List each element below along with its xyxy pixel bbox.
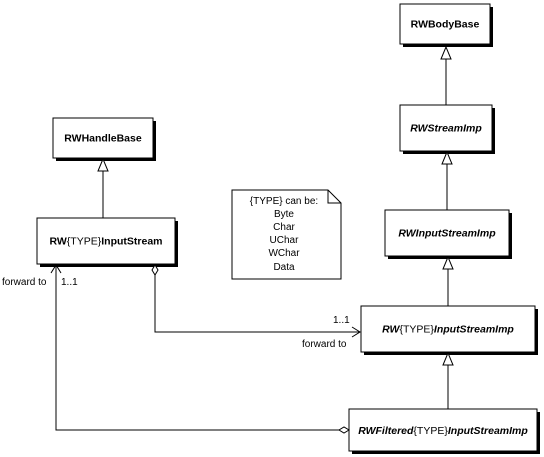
note-line: Char bbox=[273, 222, 295, 233]
class-name: RW{TYPE}InputStreamImp bbox=[382, 324, 514, 336]
class-name: RWInputStreamImp bbox=[398, 228, 496, 240]
class-rw-type-input-stream-imp[interactable]: RW{TYPE}InputStreamImp bbox=[360, 305, 538, 355]
class-rw-body-base[interactable]: RWBodyBase bbox=[399, 3, 493, 47]
arrowhead bbox=[50, 264, 62, 274]
association-edge-stream-to-imp: 1..1 forward to bbox=[151, 264, 361, 350]
class-rw-input-stream-imp[interactable]: RWInputStreamImp bbox=[384, 209, 512, 259]
class-rw-handle-base[interactable]: RWHandleBase bbox=[52, 117, 156, 161]
inheritance-arrowhead bbox=[441, 150, 453, 165]
class-name: RWFiltered{TYPE}InputStreamImp bbox=[358, 425, 528, 437]
inheritance-arrowhead bbox=[440, 45, 452, 60]
note-line: Data bbox=[273, 262, 295, 273]
note-line: Byte bbox=[274, 209, 294, 220]
inheritance-edge bbox=[440, 45, 452, 105]
inheritance-edge bbox=[442, 351, 454, 409]
association-edge-filtered-to-stream: forward to 1..1 bbox=[2, 264, 350, 434]
class-name: RWBodyBase bbox=[411, 19, 480, 31]
inheritance-edge bbox=[97, 157, 109, 218]
class-name: RWHandleBase bbox=[64, 133, 142, 145]
class-name: RW{TYPE}InputStream bbox=[49, 236, 162, 248]
inheritance-edge bbox=[442, 255, 454, 306]
class-rw-stream-imp[interactable]: RWStreamImp bbox=[399, 104, 495, 154]
inheritance-edge bbox=[441, 150, 453, 210]
note-line: {TYPE} can be: bbox=[250, 196, 318, 207]
multiplicity-label: 1..1 bbox=[61, 277, 78, 288]
role-label: forward to bbox=[2, 277, 47, 288]
note-line: WChar bbox=[268, 248, 300, 259]
inheritance-arrowhead bbox=[442, 351, 454, 366]
note-type-values: {TYPE} can be: Byte Char UChar WChar Dat… bbox=[231, 189, 342, 280]
class-rw-filtered-type-input-stream-imp[interactable]: RWFiltered{TYPE}InputStreamImp bbox=[348, 408, 540, 454]
class-name: RWStreamImp bbox=[410, 123, 482, 135]
inheritance-arrowhead bbox=[442, 255, 454, 270]
class-rw-type-input-stream[interactable]: RW{TYPE}InputStream bbox=[36, 217, 178, 267]
inheritance-arrowhead bbox=[97, 157, 109, 172]
note-line: UChar bbox=[270, 235, 300, 246]
multiplicity-label: 1..1 bbox=[333, 315, 350, 326]
aggregation-diamond bbox=[338, 426, 350, 434]
arrowhead bbox=[351, 326, 361, 338]
role-label: forward to bbox=[302, 339, 347, 350]
